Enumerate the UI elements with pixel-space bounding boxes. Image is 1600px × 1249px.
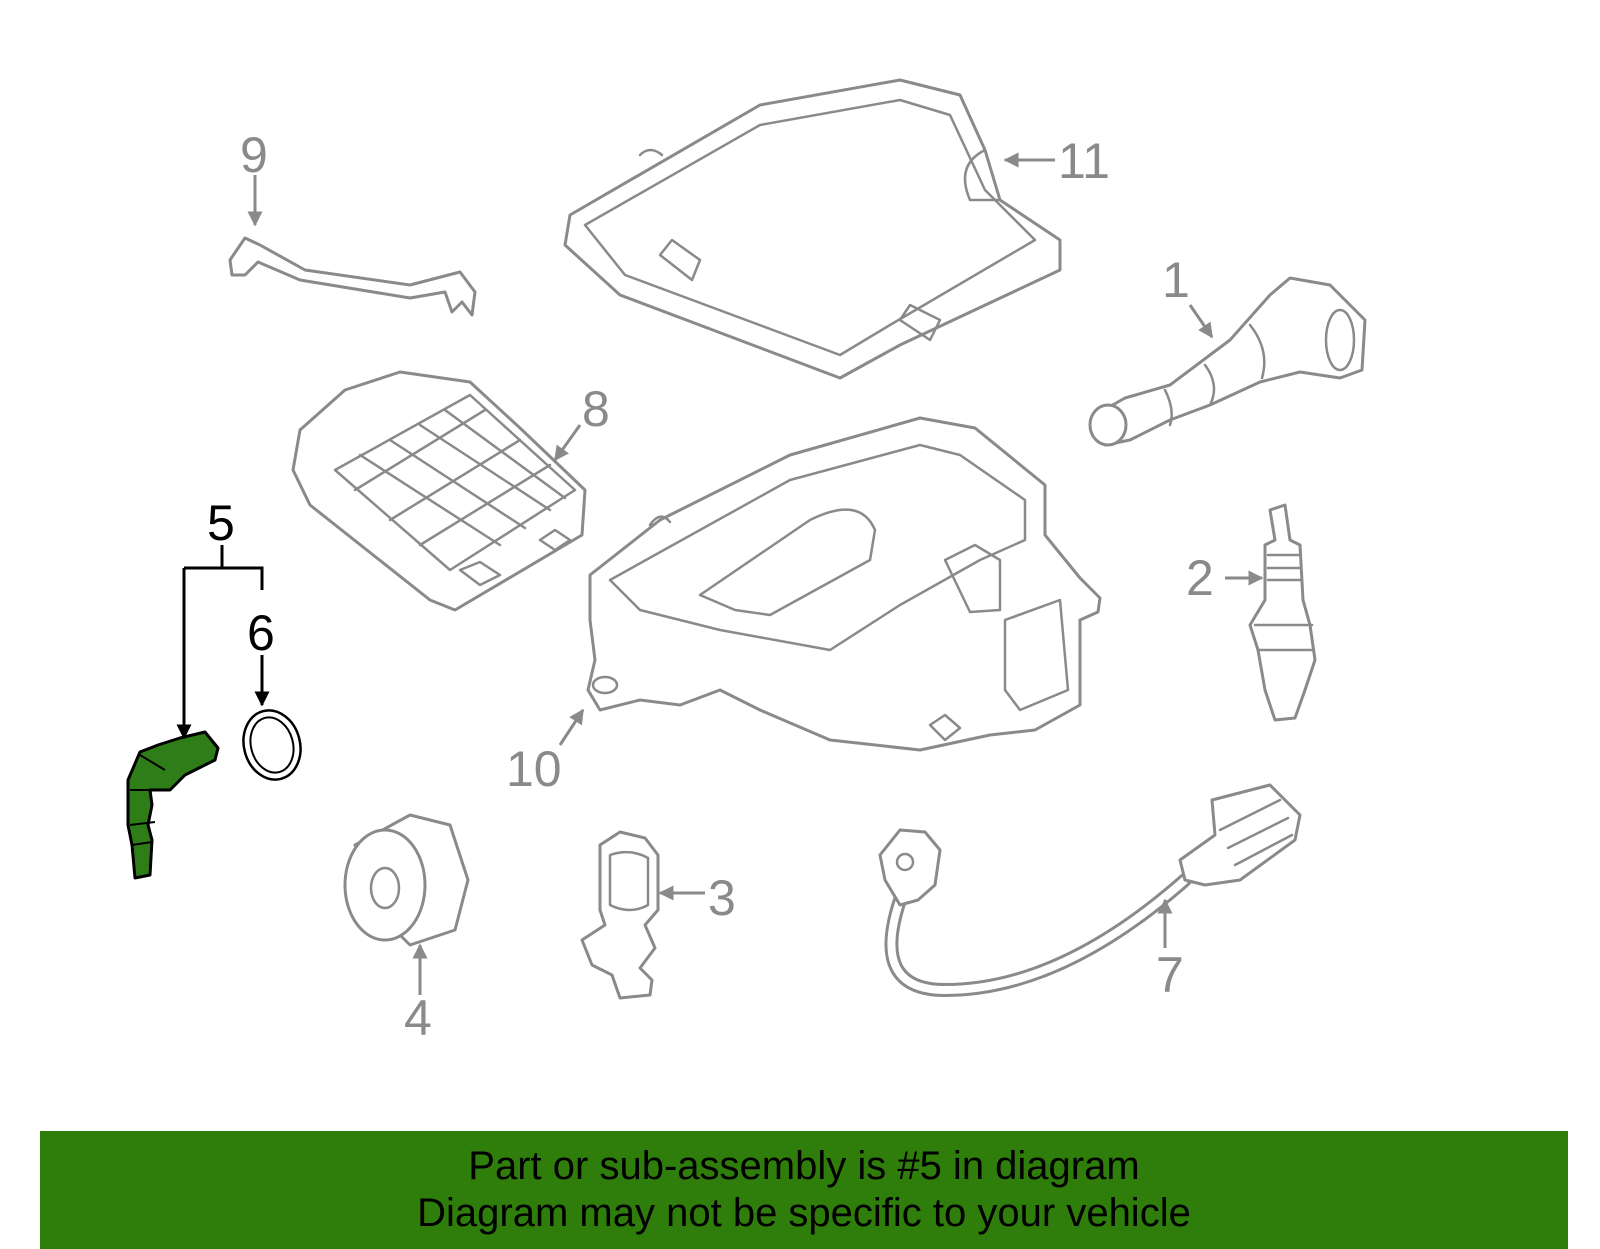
part-10-housing[interactable] [586, 416, 1102, 752]
part-1-ignition-coil[interactable] [1088, 276, 1367, 447]
callout-7: 7 [1156, 947, 1184, 1003]
part-5-sensor-highlighted[interactable] [126, 730, 220, 880]
part-2-spark-plug[interactable] [1248, 503, 1317, 722]
callout-10: 10 [506, 741, 562, 797]
banner-line-1: Part or sub-assembly is #5 in diagram [468, 1144, 1140, 1188]
callout-1: 1 [1162, 252, 1190, 308]
banner-line-2: Diagram may not be specific to your vehi… [417, 1191, 1191, 1235]
callout-11: 11 [1058, 133, 1110, 189]
part-4-damper[interactable] [343, 813, 470, 947]
part-11-cover[interactable] [563, 78, 1062, 380]
callout-3: 3 [708, 870, 736, 926]
part-3-sensor[interactable] [580, 830, 660, 1000]
callout-9: 9 [240, 127, 268, 183]
part-8-control-module[interactable] [291, 370, 587, 612]
part-7-harness[interactable] [878, 783, 1302, 997]
callout-5: 5 [207, 495, 235, 551]
callout-8: 8 [582, 381, 610, 437]
info-banner: Part or sub-assembly is #5 in diagram Di… [40, 1131, 1568, 1249]
leader-lines [184, 152, 1264, 995]
callout-6: 6 [247, 605, 275, 661]
part-9-bracket[interactable] [228, 236, 477, 317]
callout-4: 4 [404, 990, 432, 1046]
callout-2: 2 [1186, 550, 1214, 606]
part-6-o-ring[interactable] [236, 704, 308, 786]
